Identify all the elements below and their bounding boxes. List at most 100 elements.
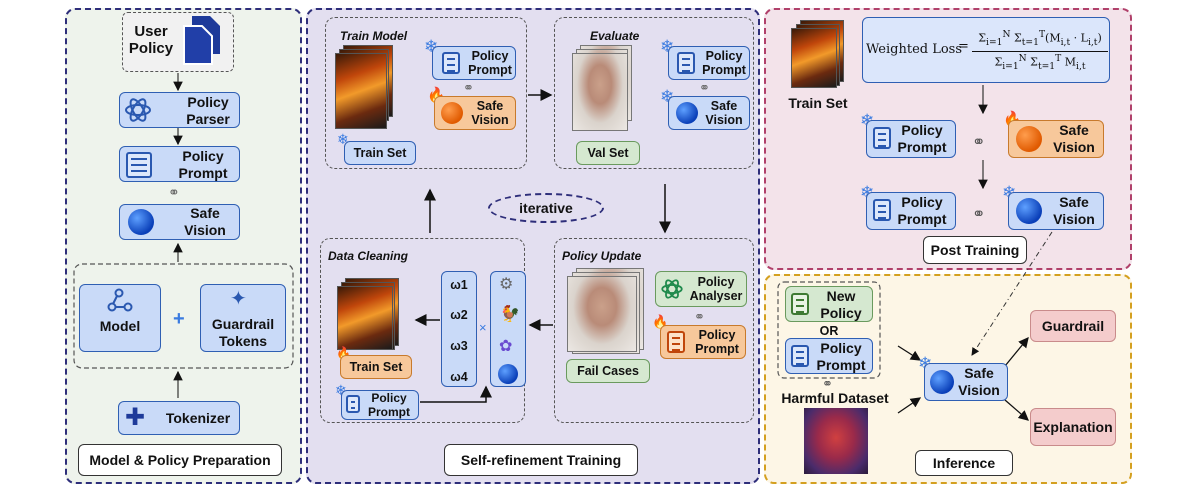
cleaning-image-stack xyxy=(337,286,393,350)
document-icon xyxy=(677,52,695,74)
policy-update-box xyxy=(554,238,754,423)
policy-parser-label: Policy Parser xyxy=(186,94,230,127)
prep-title-box xyxy=(78,444,282,476)
orb-icon xyxy=(498,364,518,384)
safe-vision-label: Safe Vision xyxy=(184,205,226,238)
link-icon: ⚭ xyxy=(972,134,986,151)
train-model-title: Train Model xyxy=(340,29,408,43)
policy-analyser-box xyxy=(655,271,747,307)
post-policy-prompt-2-label: Policy Prompt xyxy=(897,194,947,227)
cleaning-policy-prompt-label: Policy Prompt xyxy=(368,391,410,419)
weight-2: ω2 xyxy=(450,308,468,322)
explanation-label: Explanation xyxy=(1033,419,1113,435)
weight-3: ω3 xyxy=(450,339,468,353)
orb-icon xyxy=(930,370,954,394)
link-icon: ⚭ xyxy=(822,376,833,391)
weights-column xyxy=(441,271,477,387)
plus-sign: + xyxy=(173,308,185,330)
val-image-stack xyxy=(572,53,628,131)
post-safe-vision-2-label: Safe Vision xyxy=(1053,194,1095,227)
policy-analyser-label: Policy Analyser xyxy=(689,275,743,303)
weight-4: ω4 xyxy=(450,370,468,384)
sparkle-icon: ✦ xyxy=(230,288,247,310)
document-icon xyxy=(791,345,809,367)
document-icon xyxy=(442,52,460,74)
evaluate-box xyxy=(554,17,754,169)
orb-icon xyxy=(128,209,154,235)
weighted-loss-box xyxy=(862,17,1110,83)
train-policy-prompt-label: Policy Prompt xyxy=(468,49,512,77)
data-cleaning-title: Data Cleaning xyxy=(328,249,409,263)
fail-cases-box xyxy=(566,359,650,383)
policy-parser-box xyxy=(119,92,240,128)
eval-safe-vision-label: Safe Vision xyxy=(705,99,743,127)
model-c-icon: ✿ xyxy=(499,338,513,355)
inference-policy-prompt-label: Policy Prompt xyxy=(816,340,866,373)
weight-1: ω1 xyxy=(450,278,468,292)
guardrail-tokens-box xyxy=(200,284,286,352)
weighted-loss-formula: = Σi=1N Σt=1T(Mi,t · Li,t) Σi=1N Σt=1T M… xyxy=(958,28,1108,74)
document-icon xyxy=(791,293,809,315)
evaluate-title: Evaluate xyxy=(590,29,640,43)
model-label: Model xyxy=(99,318,141,334)
train-set-box xyxy=(344,141,416,165)
user-policy-label: User Policy xyxy=(128,23,174,57)
guardrail-box xyxy=(1030,310,1116,342)
link-icon: ⚭ xyxy=(699,80,710,95)
policy-update-title: Policy Update xyxy=(562,249,642,263)
inference-safe-vision-label: Safe Vision xyxy=(958,365,1000,398)
iterative-label: iterative xyxy=(519,200,573,216)
document-icon xyxy=(126,152,152,178)
document-icon xyxy=(873,199,891,221)
model-graph-icon xyxy=(107,288,133,312)
or-label: OR xyxy=(819,324,839,338)
val-set-label: Val Set xyxy=(587,146,629,160)
snowflake-icon: ❄ xyxy=(337,131,349,147)
tokenizer-box xyxy=(118,401,240,435)
orb-icon xyxy=(676,102,698,124)
document-icon xyxy=(667,331,685,353)
orb-icon xyxy=(1016,198,1042,224)
inference-title-box xyxy=(915,450,1013,476)
link-icon: ⚭ xyxy=(463,80,474,95)
model-a-icon: ⚙ xyxy=(499,276,514,293)
cleaning-train-set-box xyxy=(340,355,412,379)
snowflake-icon: ❄ xyxy=(335,382,347,398)
self-title: Self-refinement Training xyxy=(460,452,622,468)
update-policy-prompt-label: Policy Prompt xyxy=(695,328,739,356)
document-icon xyxy=(346,395,360,413)
orb-icon xyxy=(441,102,463,124)
post-image-stack xyxy=(791,28,837,88)
model-b-icon: 🐓 xyxy=(500,306,520,323)
guardrail-tokens-label: Guardrail Tokens xyxy=(211,316,275,349)
train-image-stack xyxy=(335,53,387,129)
train-safe-vision-label: Safe Vision xyxy=(471,99,509,127)
post-policy-prompt-1-label: Policy Prompt xyxy=(897,122,947,155)
fail-image-stack xyxy=(567,276,637,352)
cleaning-train-set-label: Train Set xyxy=(349,360,403,374)
model-box xyxy=(79,284,161,352)
post-safe-vision-1-label: Safe Vision xyxy=(1053,122,1095,155)
policy-prompt-label: Policy Prompt xyxy=(178,148,228,181)
prep-title: Model & Policy Preparation xyxy=(89,452,271,468)
iterative-ellipse xyxy=(488,193,604,223)
harmful-image xyxy=(804,408,868,474)
openai-icon xyxy=(661,279,683,299)
post-train-set-label: Train Set xyxy=(788,95,848,111)
guardrail-label: Guardrail xyxy=(1041,318,1105,334)
times-sign: × xyxy=(479,320,487,335)
harmful-dataset-label: Harmful Dataset xyxy=(781,390,889,406)
post-title: Post Training xyxy=(930,242,1020,258)
link-icon: ⚭ xyxy=(694,309,705,324)
openai-icon xyxy=(125,98,151,122)
weighted-loss-label: Weighted Loss xyxy=(866,42,963,57)
val-set-box xyxy=(576,141,640,165)
eval-policy-prompt-label: Policy Prompt xyxy=(702,49,746,77)
train-model-box xyxy=(325,17,527,169)
puzzle-icon: ✚ xyxy=(125,404,146,431)
orb-icon xyxy=(1016,126,1042,152)
link-icon: ⚭ xyxy=(972,206,986,223)
document-icon xyxy=(873,127,891,149)
document-icon xyxy=(183,16,220,65)
